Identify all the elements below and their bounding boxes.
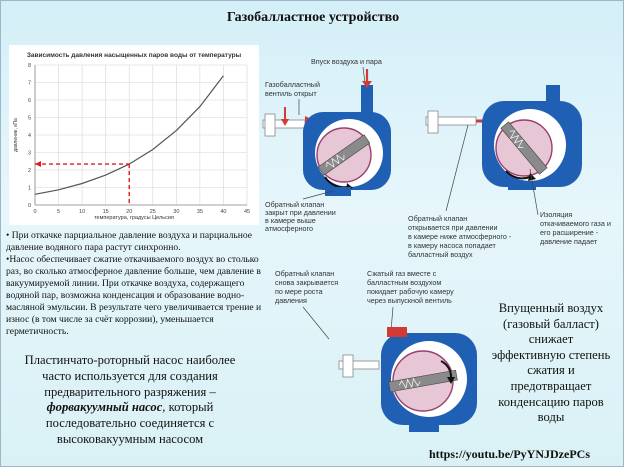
inlet-arrow-icon <box>362 81 372 88</box>
label-isolation-3: его расширение - <box>540 228 599 237</box>
y-tick-label-2: 2 <box>28 168 31 174</box>
label-compressed-3: покидает рабочую камеру <box>367 287 454 296</box>
label-inlet: Впуск воздуха и пара <box>311 57 382 66</box>
note-left-part1: Пластинчато-роторный насос наиболее част… <box>24 353 236 399</box>
gas-ballast-note: Впущенный воздух (газовый балласт) снижа… <box>491 301 611 425</box>
rotary-pump-note: Пластинчато-роторный насос наиболее част… <box>15 353 245 448</box>
rotation-arrow-icon-3 <box>447 377 455 384</box>
y-tick-label-7: 7 <box>28 81 31 87</box>
youtube-link[interactable]: https://youtu.be/PyYNJDzePCs <box>429 447 590 461</box>
label-isolation-2: откачиваемого газа и <box>540 219 611 228</box>
y-tick-label-4: 4 <box>28 133 31 139</box>
x-tick-label-9: 45 <box>244 209 250 215</box>
x-tick-label-2: 10 <box>79 209 85 215</box>
label-check-closed-3: в камере выше <box>265 216 316 225</box>
label-check-closes-1: Обратный клапан <box>275 269 334 278</box>
label-valve-open-1: Газобалластный <box>265 80 320 89</box>
label-check-opens-3: в камере ниже атмосферного - <box>408 232 512 241</box>
label-compressed-4: через выпускной вентиль <box>367 296 452 305</box>
label-check-opens-4: в камеру насоса попадает <box>408 241 497 250</box>
pump-diagram-3: Обратный клапан снова закрывается по мер… <box>275 269 477 432</box>
x-tick-label-7: 35 <box>197 209 203 215</box>
x-tick-label-0: 0 <box>33 209 36 215</box>
x-tick-label-8: 40 <box>220 209 226 215</box>
x-tick-label-3: 15 <box>103 209 109 215</box>
annotation-arrow-icon <box>35 161 41 168</box>
y-tick-label-8: 8 <box>28 63 31 69</box>
y-tick-label-0: 0 <box>28 203 31 209</box>
y-tick-label-6: 6 <box>28 98 31 104</box>
label-isolation-4: давление падает <box>540 237 598 246</box>
label-check-closes-4: давления <box>275 296 307 305</box>
label-compressed-2: балластным воздухом <box>367 278 441 287</box>
vane-3 <box>388 369 458 393</box>
ballast-valve-icon <box>264 113 276 137</box>
y-tick-label-5: 5 <box>28 116 31 122</box>
label-isolation-1: Изоляция <box>540 210 572 219</box>
rotation-arrow-icon-2 <box>528 173 536 181</box>
x-tick-label-6: 30 <box>173 209 179 215</box>
exhaust-valve-icon <box>387 327 407 337</box>
x-tick-label-1: 5 <box>57 209 60 215</box>
label-check-opens-5: балластный воздух <box>408 250 473 259</box>
label-check-closes-2: снова закрывается <box>275 278 338 287</box>
y-tick-label-1: 1 <box>28 186 31 192</box>
chart-svg: Зависимость давления насыщенных паров во… <box>13 52 250 221</box>
x-tick-label-5: 25 <box>150 209 156 215</box>
bullet-2: •Насос обеспечивает сжатие откачиваемого… <box>6 254 262 337</box>
bullet-list: • При откачке парциальное давление возду… <box>6 230 268 338</box>
label-compressed-1: Сжатый газ вместе с <box>367 269 437 278</box>
label-check-closed-1: Обратный клапан <box>265 200 324 209</box>
pressure-chart: Зависимость давления насыщенных паров во… <box>9 45 259 225</box>
bullet-1: • При откачке парциальное давление возду… <box>6 230 253 253</box>
label-check-closes-3: по мере роста <box>275 287 323 296</box>
chart-title: Зависимость давления насыщенных паров во… <box>27 52 242 59</box>
label-check-opens-2: открывается при давлении <box>408 223 498 232</box>
note-left-emphasis: форвакуумный насос <box>46 400 163 415</box>
label-check-closed-4: атмосферного <box>265 224 313 233</box>
label-check-closed-2: закрыт при давлении <box>265 208 336 217</box>
label-valve-open-2: вентиль открыт <box>265 89 317 98</box>
x-tick-label-4: 20 <box>126 209 132 215</box>
note-left-part2: , который последовательно соединяется с … <box>45 400 215 446</box>
pump-diagram-2: Обратный клапан открывается при давлении… <box>408 85 611 259</box>
pump-diagram-1: Впуск воздуха и пара Газобалластный вент… <box>262 57 391 233</box>
slide-title: Газобалластное устройство <box>226 10 400 25</box>
chart-x-label: температура, градусы Цельсия <box>94 215 174 221</box>
label-check-opens-1: Обратный клапан <box>408 214 467 223</box>
chart-y-label: давление, кПа <box>13 118 19 152</box>
y-tick-label-3: 3 <box>28 151 31 157</box>
